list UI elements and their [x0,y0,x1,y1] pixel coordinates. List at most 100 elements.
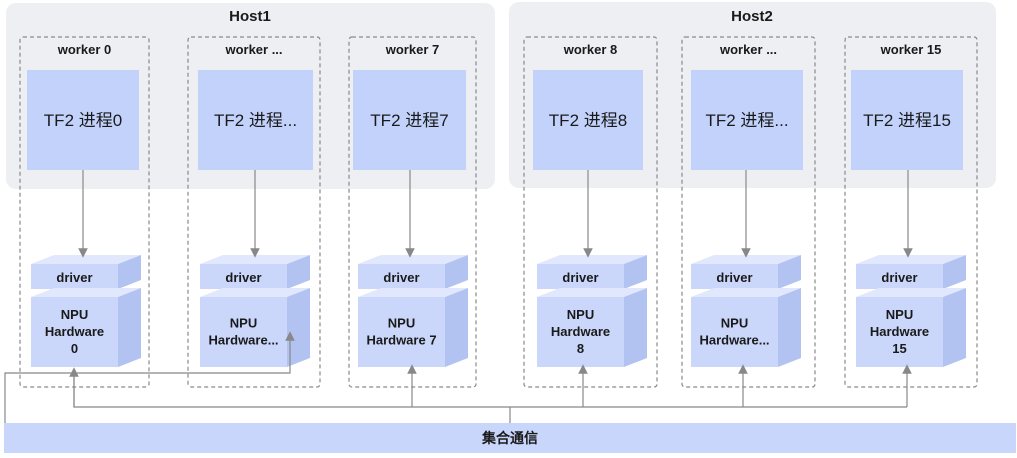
npu-cube-front [200,297,287,367]
process-label: TF2 进程7 [370,111,448,130]
collective-link-line [73,371,907,408]
process-box [691,70,803,170]
npu-cube-side [624,288,647,367]
driver-label: driver [383,270,419,285]
links-layer [4,170,913,423]
process-label: TF2 进程8 [549,111,627,130]
driver-label: driver [56,270,92,285]
npu-cube-side [118,288,141,367]
process-box [27,70,139,170]
driver-cube [691,255,801,289]
driver-label: driver [562,270,598,285]
npu-cube-front [691,297,778,367]
driver-cube-front [856,264,943,289]
npu-label-line: 0 [71,341,78,356]
npu-cube-top [358,288,468,297]
host-1-title: Host1 [229,8,271,25]
npu-cube-front [856,297,943,367]
process-label: TF2 进程15 [863,111,951,130]
npu-label-line: 8 [577,341,584,356]
collective-comm-label: 集合通信 [481,430,538,446]
npu-label-line: 15 [892,341,906,356]
process-box [851,70,963,170]
loop-link-worker-dots [4,331,295,423]
worker-border [523,36,658,388]
npu-cube-side [445,288,468,367]
npu-label-line: Hardware [551,324,610,339]
npu-cube [856,288,966,367]
driver-cube-top [537,255,647,264]
driver-cube [856,255,966,289]
collective-comm-bus [4,423,1016,453]
npu-cube [31,288,141,367]
driver-cube-front [358,264,445,289]
process-label: TF2 进程0 [44,111,122,130]
npu-cube-front [31,297,118,367]
driver-cube-side [624,255,647,289]
process-label: TF2 进程... [214,111,297,130]
npu-label-line: NPU [886,307,913,322]
driver-cube-side [287,255,310,289]
driver-cube-side [943,255,966,289]
npu-label-line: NPU [230,316,257,331]
driver-cube [31,255,141,289]
npu-cube [691,288,801,367]
npu-label-line: Hardware... [208,333,278,348]
npu-cube-top [691,288,801,297]
npu-cube-top [537,288,647,297]
host-2-title: Host2 [731,8,773,25]
npu-cube-side [778,288,801,367]
npu-cube [358,288,468,367]
npu-label-line: Hardware [45,324,104,339]
npu-cube-side [943,288,966,367]
npu-label-line: NPU [388,316,415,331]
worker-title: worker 0 [57,42,111,57]
worker-title: worker 15 [880,42,942,57]
driver-cube [200,255,310,289]
npu-cube-top [31,288,141,297]
npu-cube-front [358,297,445,367]
worker-border [187,36,321,388]
worker-border [844,36,978,388]
worker-border [681,36,816,388]
driver-label: driver [225,270,261,285]
npu-cube-top [200,288,310,297]
driver-cube [358,255,468,289]
worker-title: worker 8 [563,42,617,57]
driver-cube-front [200,264,287,289]
process-box [533,70,643,170]
npu-cube-top [856,288,966,297]
driver-cube-side [778,255,801,289]
npu-label-line: NPU [61,307,88,322]
npu-label-line: Hardware... [699,333,769,348]
driver-cube-top [691,255,801,264]
worker-title: worker ... [224,42,282,57]
npu-label-line: Hardware 7 [366,333,436,348]
driver-cube-top [856,255,966,264]
npu-cube [200,288,310,367]
worker-title: worker 7 [385,42,439,57]
driver-cube-front [691,264,778,289]
process-box [353,70,466,170]
npu-label-line: Hardware [870,324,929,339]
process-label: TF2 进程... [705,111,788,130]
npu-label-line: NPU [721,316,748,331]
driver-cube-side [445,255,468,289]
process-box [198,70,313,170]
driver-cube-side [118,255,141,289]
worker-title: worker ... [719,42,777,57]
bus-group: 集合通信 [4,423,1016,453]
npu-cube-side [287,288,310,367]
driver-label: driver [716,270,752,285]
driver-label: driver [881,270,917,285]
driver-cube [537,255,647,289]
npu-cube [537,288,647,367]
driver-cube-top [200,255,310,264]
